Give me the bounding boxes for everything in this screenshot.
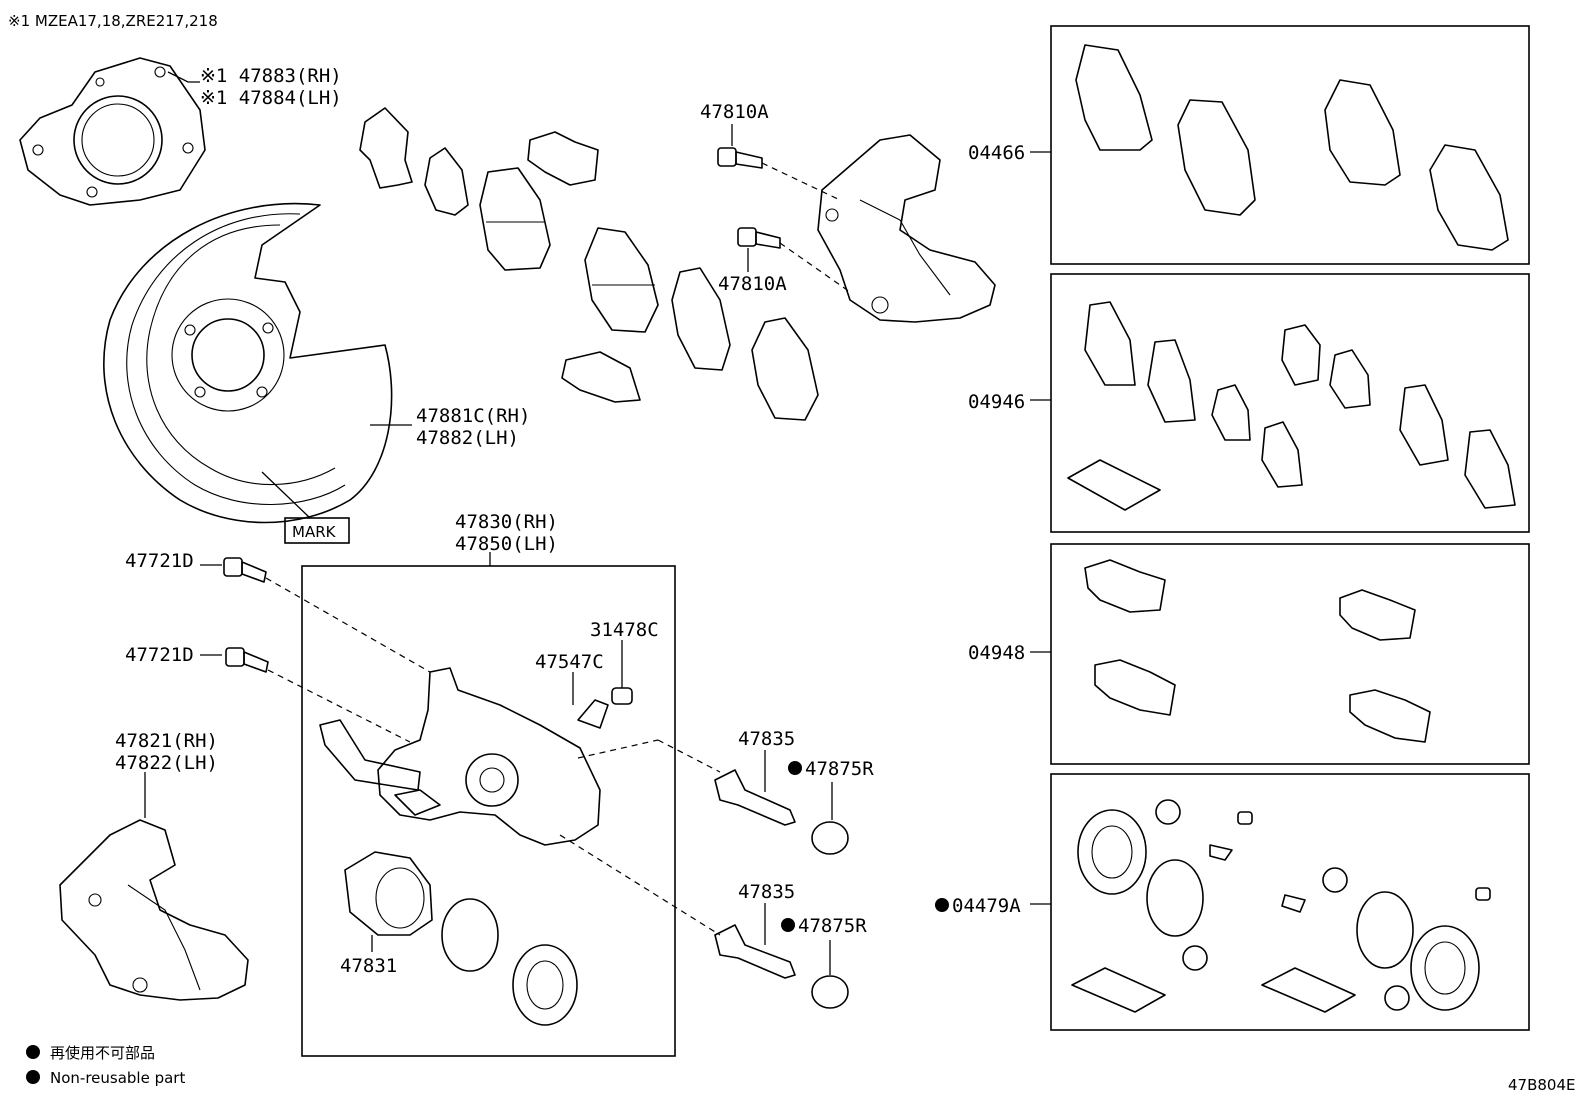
legend-dot-en <box>26 1070 40 1084</box>
label-boot-1: 47875R <box>805 758 874 780</box>
bolt-47810a-mid[interactable] <box>737 227 781 249</box>
kit-box-04479a <box>1050 773 1530 1031</box>
piston-47831[interactable] <box>344 851 433 936</box>
label-piston: 47831 <box>340 955 397 977</box>
kit-box-04948 <box>1050 543 1530 765</box>
cap-31478c[interactable] <box>611 687 633 705</box>
label-flange-rh: ※1 47883(RH) <box>200 65 342 87</box>
label-bolt-d-1: 47721D <box>125 550 194 572</box>
guide-pin-2[interactable] <box>714 924 796 979</box>
label-plate-rh: 47881C(RH) <box>416 405 530 427</box>
legend-en: Non-reusable part <box>50 1069 185 1087</box>
label-cap: 31478C <box>590 619 659 641</box>
bolt-47810a-top[interactable] <box>717 147 763 169</box>
bleeder-47547c[interactable] <box>577 699 609 729</box>
kit-04946-shims[interactable] <box>1067 301 1516 511</box>
figure-id: 47B804E <box>1508 1076 1576 1094</box>
label-caliper-rh: 47830(RH) <box>455 511 558 533</box>
pad-shims-top[interactable] <box>359 107 819 421</box>
model-note: ※1 MZEA17,18,ZRE217,218 <box>8 12 218 30</box>
label-bleeder: 47547C <box>535 651 604 673</box>
kit-box-04466 <box>1050 25 1530 265</box>
label-bolt-a-mid: 47810A <box>718 273 787 295</box>
label-mark: MARK <box>292 523 337 541</box>
label-plate-lh: 47882(LH) <box>416 427 519 449</box>
legend-jp: 再使用不可部品 <box>50 1044 155 1062</box>
label-bolt-a-top: 47810A <box>700 101 769 123</box>
kit-04466-pads[interactable] <box>1075 44 1509 251</box>
label-bolt-d-2: 47721D <box>125 644 194 666</box>
kit-04479a-seals[interactable] <box>1071 799 1491 1013</box>
caliper-body[interactable] <box>319 667 601 846</box>
label-kit-04946[interactable]: 04946 <box>968 391 1025 413</box>
piston-seal[interactable] <box>441 898 499 972</box>
non-reusable-dot <box>788 761 802 775</box>
backing-plate-part[interactable] <box>103 202 393 524</box>
caliper-bracket-top[interactable] <box>817 134 996 323</box>
non-reusable-dot <box>781 918 795 932</box>
kit-box-04946 <box>1050 273 1530 533</box>
bolt-47721d-1[interactable] <box>223 557 267 583</box>
mounting-bracket[interactable] <box>59 819 249 1001</box>
non-reusable-dot <box>935 898 949 912</box>
flange-part[interactable] <box>19 57 206 206</box>
label-caliper-lh: 47850(LH) <box>455 533 558 555</box>
label-kit-04466[interactable]: 04466 <box>968 142 1025 164</box>
mark-box <box>284 517 350 544</box>
label-flange-lh: ※1 47884(LH) <box>200 87 342 109</box>
label-mount-rh: 47821(RH) <box>115 730 218 752</box>
label-boot-2: 47875R <box>798 915 867 937</box>
guide-pin-1[interactable] <box>714 769 796 826</box>
boot-2[interactable] <box>811 975 849 1009</box>
boot-1[interactable] <box>811 821 849 855</box>
caliper-assembly-box <box>301 565 676 1057</box>
label-pin-2: 47835 <box>738 881 795 903</box>
bolt-47721d-2[interactable] <box>225 647 269 673</box>
legend-dot-jp <box>26 1045 40 1059</box>
label-kit-04948[interactable]: 04948 <box>968 642 1025 664</box>
piston-boot[interactable] <box>512 944 578 1026</box>
label-kit-04479a[interactable]: 04479A <box>952 895 1021 917</box>
kit-04948-clips[interactable] <box>1084 559 1431 743</box>
label-mount-lh: 47822(LH) <box>115 752 218 774</box>
label-pin-1: 47835 <box>738 728 795 750</box>
